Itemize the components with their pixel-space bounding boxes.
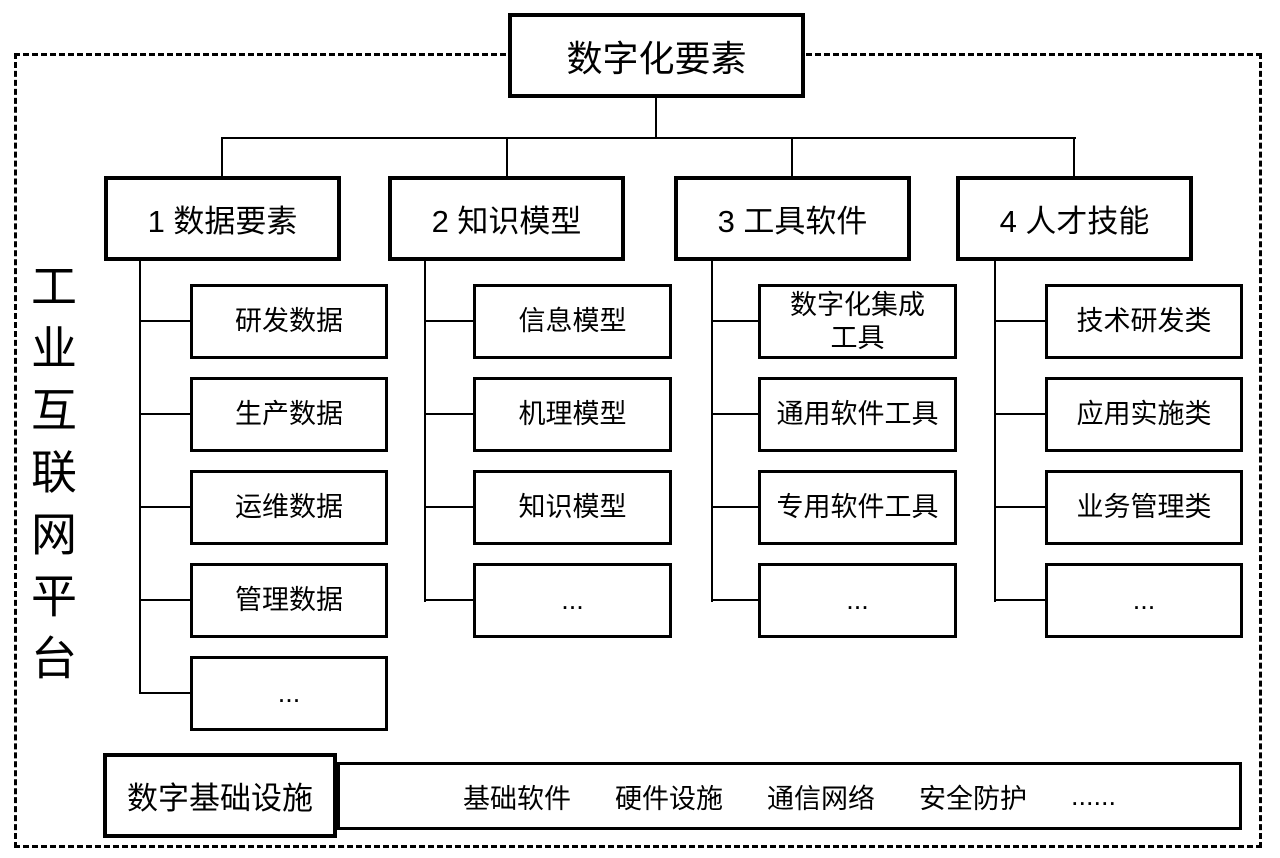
- infra-item-communication-network: 通信网络: [766, 783, 875, 814]
- child-node-special-software-tools: 专用软件工具: [758, 470, 957, 545]
- child-node-model-more: ...: [473, 563, 672, 638]
- connector-branch1-drop: [221, 137, 223, 178]
- child-node-tech-rd: 技术研发类: [1045, 284, 1243, 359]
- connector-col1-stub5: [139, 692, 191, 694]
- connector-branch3-drop: [791, 137, 793, 178]
- connector-col3-stub2: [711, 413, 759, 415]
- connector-root-drop: [655, 96, 657, 139]
- connector-col3-stub4: [711, 599, 759, 601]
- connector-col2-stub3: [424, 506, 474, 508]
- branch-node-knowledge-models: 2 知识模型: [388, 176, 625, 261]
- connector-col1-vline: [139, 259, 141, 694]
- connector-col4-vline: [994, 259, 996, 602]
- branch-node-talent-skills: 4 人才技能: [956, 176, 1193, 261]
- connector-main-hline: [221, 137, 1076, 139]
- child-node-general-software-tools: 通用软件工具: [758, 377, 957, 452]
- child-node-management-data: 管理数据: [190, 563, 388, 638]
- connector-col1-stub4: [139, 599, 191, 601]
- child-node-data-more: ...: [190, 656, 388, 731]
- infrastructure-items-bar: 基础软件 硬件设施 通信网络 安全防护 ......: [337, 762, 1242, 830]
- root-node-digital-elements: 数字化要素: [508, 13, 805, 98]
- child-node-production-data: 生产数据: [190, 377, 388, 452]
- connector-branch2-drop: [506, 137, 508, 178]
- child-node-rd-data: 研发数据: [190, 284, 388, 359]
- connector-col4-stub4: [994, 599, 1046, 601]
- child-node-knowledge-model: 知识模型: [473, 470, 672, 545]
- infra-item-security-protection: 安全防护: [918, 783, 1027, 814]
- child-node-mechanism-model: 机理模型: [473, 377, 672, 452]
- connector-col4-stub3: [994, 506, 1046, 508]
- infra-item-hardware-facilities: 硬件设施: [614, 783, 723, 814]
- infrastructure-label-node: 数字基础设施: [103, 753, 337, 838]
- branch-node-tool-software: 3 工具软件: [674, 176, 911, 261]
- child-node-om-data: 运维数据: [190, 470, 388, 545]
- connector-col2-stub4: [424, 599, 474, 601]
- infra-item-basic-software: 基础软件: [462, 783, 571, 814]
- child-node-digital-integration-tools: 数字化集成 工具: [758, 284, 957, 359]
- connector-col2-vline: [424, 259, 426, 602]
- child-node-tools-more: ...: [758, 563, 957, 638]
- connector-col2-stub1: [424, 320, 474, 322]
- connector-col3-stub1: [711, 320, 759, 322]
- connector-col2-stub2: [424, 413, 474, 415]
- connector-col3-stub3: [711, 506, 759, 508]
- connector-col1-stub3: [139, 506, 191, 508]
- connector-col4-stub1: [994, 320, 1046, 322]
- child-node-application-implementation: 应用实施类: [1045, 377, 1243, 452]
- child-node-skills-more: ...: [1045, 563, 1243, 638]
- child-node-business-management: 业务管理类: [1045, 470, 1243, 545]
- platform-vertical-label: 工业互联网平台: [25, 262, 77, 696]
- connector-col1-stub2: [139, 413, 191, 415]
- connector-col3-vline: [711, 259, 713, 602]
- infra-item-more: ......: [1070, 780, 1116, 811]
- connector-branch4-drop: [1073, 137, 1075, 178]
- child-node-information-model: 信息模型: [473, 284, 672, 359]
- connector-col1-stub1: [139, 320, 191, 322]
- branch-node-data-elements: 1 数据要素: [104, 176, 341, 261]
- connector-col4-stub2: [994, 413, 1046, 415]
